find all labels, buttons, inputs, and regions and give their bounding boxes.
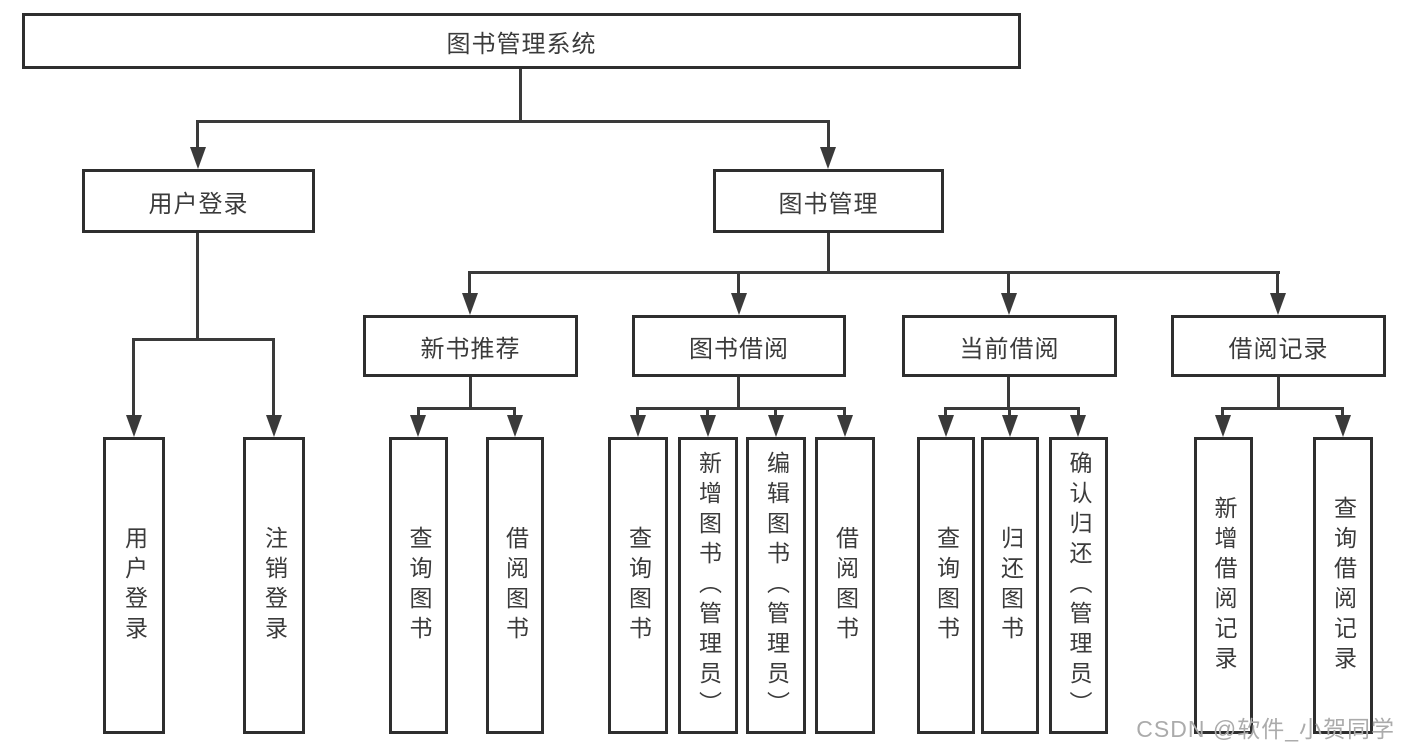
arrowhead-down <box>507 415 523 437</box>
leaf-add-borrow-record: 新增借阅记录 <box>1194 437 1253 734</box>
connector <box>417 407 516 410</box>
leaf-confirm-return-admin: 确认归还（管理员） <box>1049 437 1108 734</box>
leaf-borrow-books-recommend: 借阅图书 <box>486 437 544 734</box>
connector <box>944 407 947 419</box>
leaf-return-books: 归还图书 <box>981 437 1039 734</box>
leaf-add-books-admin: 新增图书（管理员） <box>678 437 738 734</box>
connector <box>1276 271 1279 295</box>
connector <box>636 407 639 419</box>
connector <box>843 407 846 419</box>
leaf-query-books-recommend: 查询图书 <box>389 437 448 734</box>
connector <box>1341 407 1344 419</box>
arrowhead-down <box>1270 293 1286 315</box>
node-book-borrowing: 图书借阅 <box>632 315 846 377</box>
arrowhead-down <box>1001 293 1017 315</box>
connector <box>468 271 1280 274</box>
arrowhead-down <box>126 415 142 437</box>
connector <box>827 233 830 274</box>
connector <box>1007 377 1010 409</box>
node-book-management: 图书管理 <box>713 169 944 233</box>
node-borrowing-records: 借阅记录 <box>1171 315 1386 377</box>
arrowhead-down <box>190 147 206 169</box>
leaf-query-books-borrow: 查询图书 <box>608 437 668 734</box>
connector <box>468 271 471 295</box>
connector <box>513 407 516 419</box>
connector <box>944 407 1080 410</box>
connector <box>827 120 830 148</box>
leaf-logout-login: 注销登录 <box>243 437 305 734</box>
connector <box>519 69 522 122</box>
arrowhead-down <box>837 415 853 437</box>
connector <box>1277 377 1280 409</box>
connector <box>196 120 199 148</box>
connector <box>1221 407 1344 410</box>
node-user-login: 用户登录 <box>82 169 315 233</box>
connector <box>196 233 199 340</box>
arrowhead-down <box>938 415 954 437</box>
connector <box>132 338 135 418</box>
arrowhead-down <box>410 415 426 437</box>
arrowhead-down <box>630 415 646 437</box>
arrowhead-down <box>462 293 478 315</box>
leaf-borrow-books: 借阅图书 <box>815 437 875 734</box>
leaf-edit-books-admin: 编辑图书（管理员） <box>746 437 806 734</box>
arrowhead-down <box>1002 415 1018 437</box>
csdn-watermark: CSDN @软件_小贺同学 <box>1136 716 1395 742</box>
connector <box>469 377 472 409</box>
connector <box>1221 407 1224 419</box>
connector <box>636 407 846 410</box>
arrowhead-down <box>1070 415 1086 437</box>
node-new-book-recommendation: 新书推荐 <box>363 315 578 377</box>
connector <box>1008 407 1011 419</box>
connector <box>774 407 777 419</box>
arrowhead-down <box>1335 415 1351 437</box>
leaf-query-books-current: 查询图书 <box>917 437 975 734</box>
node-library-management-system: 图书管理系统 <box>22 13 1021 69</box>
connector <box>706 407 709 419</box>
arrowhead-down <box>768 415 784 437</box>
connector <box>196 120 830 123</box>
connector <box>1007 271 1010 295</box>
node-current-borrowing: 当前借阅 <box>902 315 1117 377</box>
connector <box>737 377 740 409</box>
leaf-user-login: 用户登录 <box>103 437 165 734</box>
arrowhead-down <box>820 147 836 169</box>
arrowhead-down <box>1215 415 1231 437</box>
leaf-query-borrow-record: 查询借阅记录 <box>1313 437 1373 734</box>
connector <box>737 271 740 295</box>
connector <box>1077 407 1080 419</box>
connector <box>272 338 275 418</box>
arrowhead-down <box>266 415 282 437</box>
arrowhead-down <box>731 293 747 315</box>
connector <box>132 338 275 341</box>
arrowhead-down <box>700 415 716 437</box>
connector <box>417 407 420 419</box>
